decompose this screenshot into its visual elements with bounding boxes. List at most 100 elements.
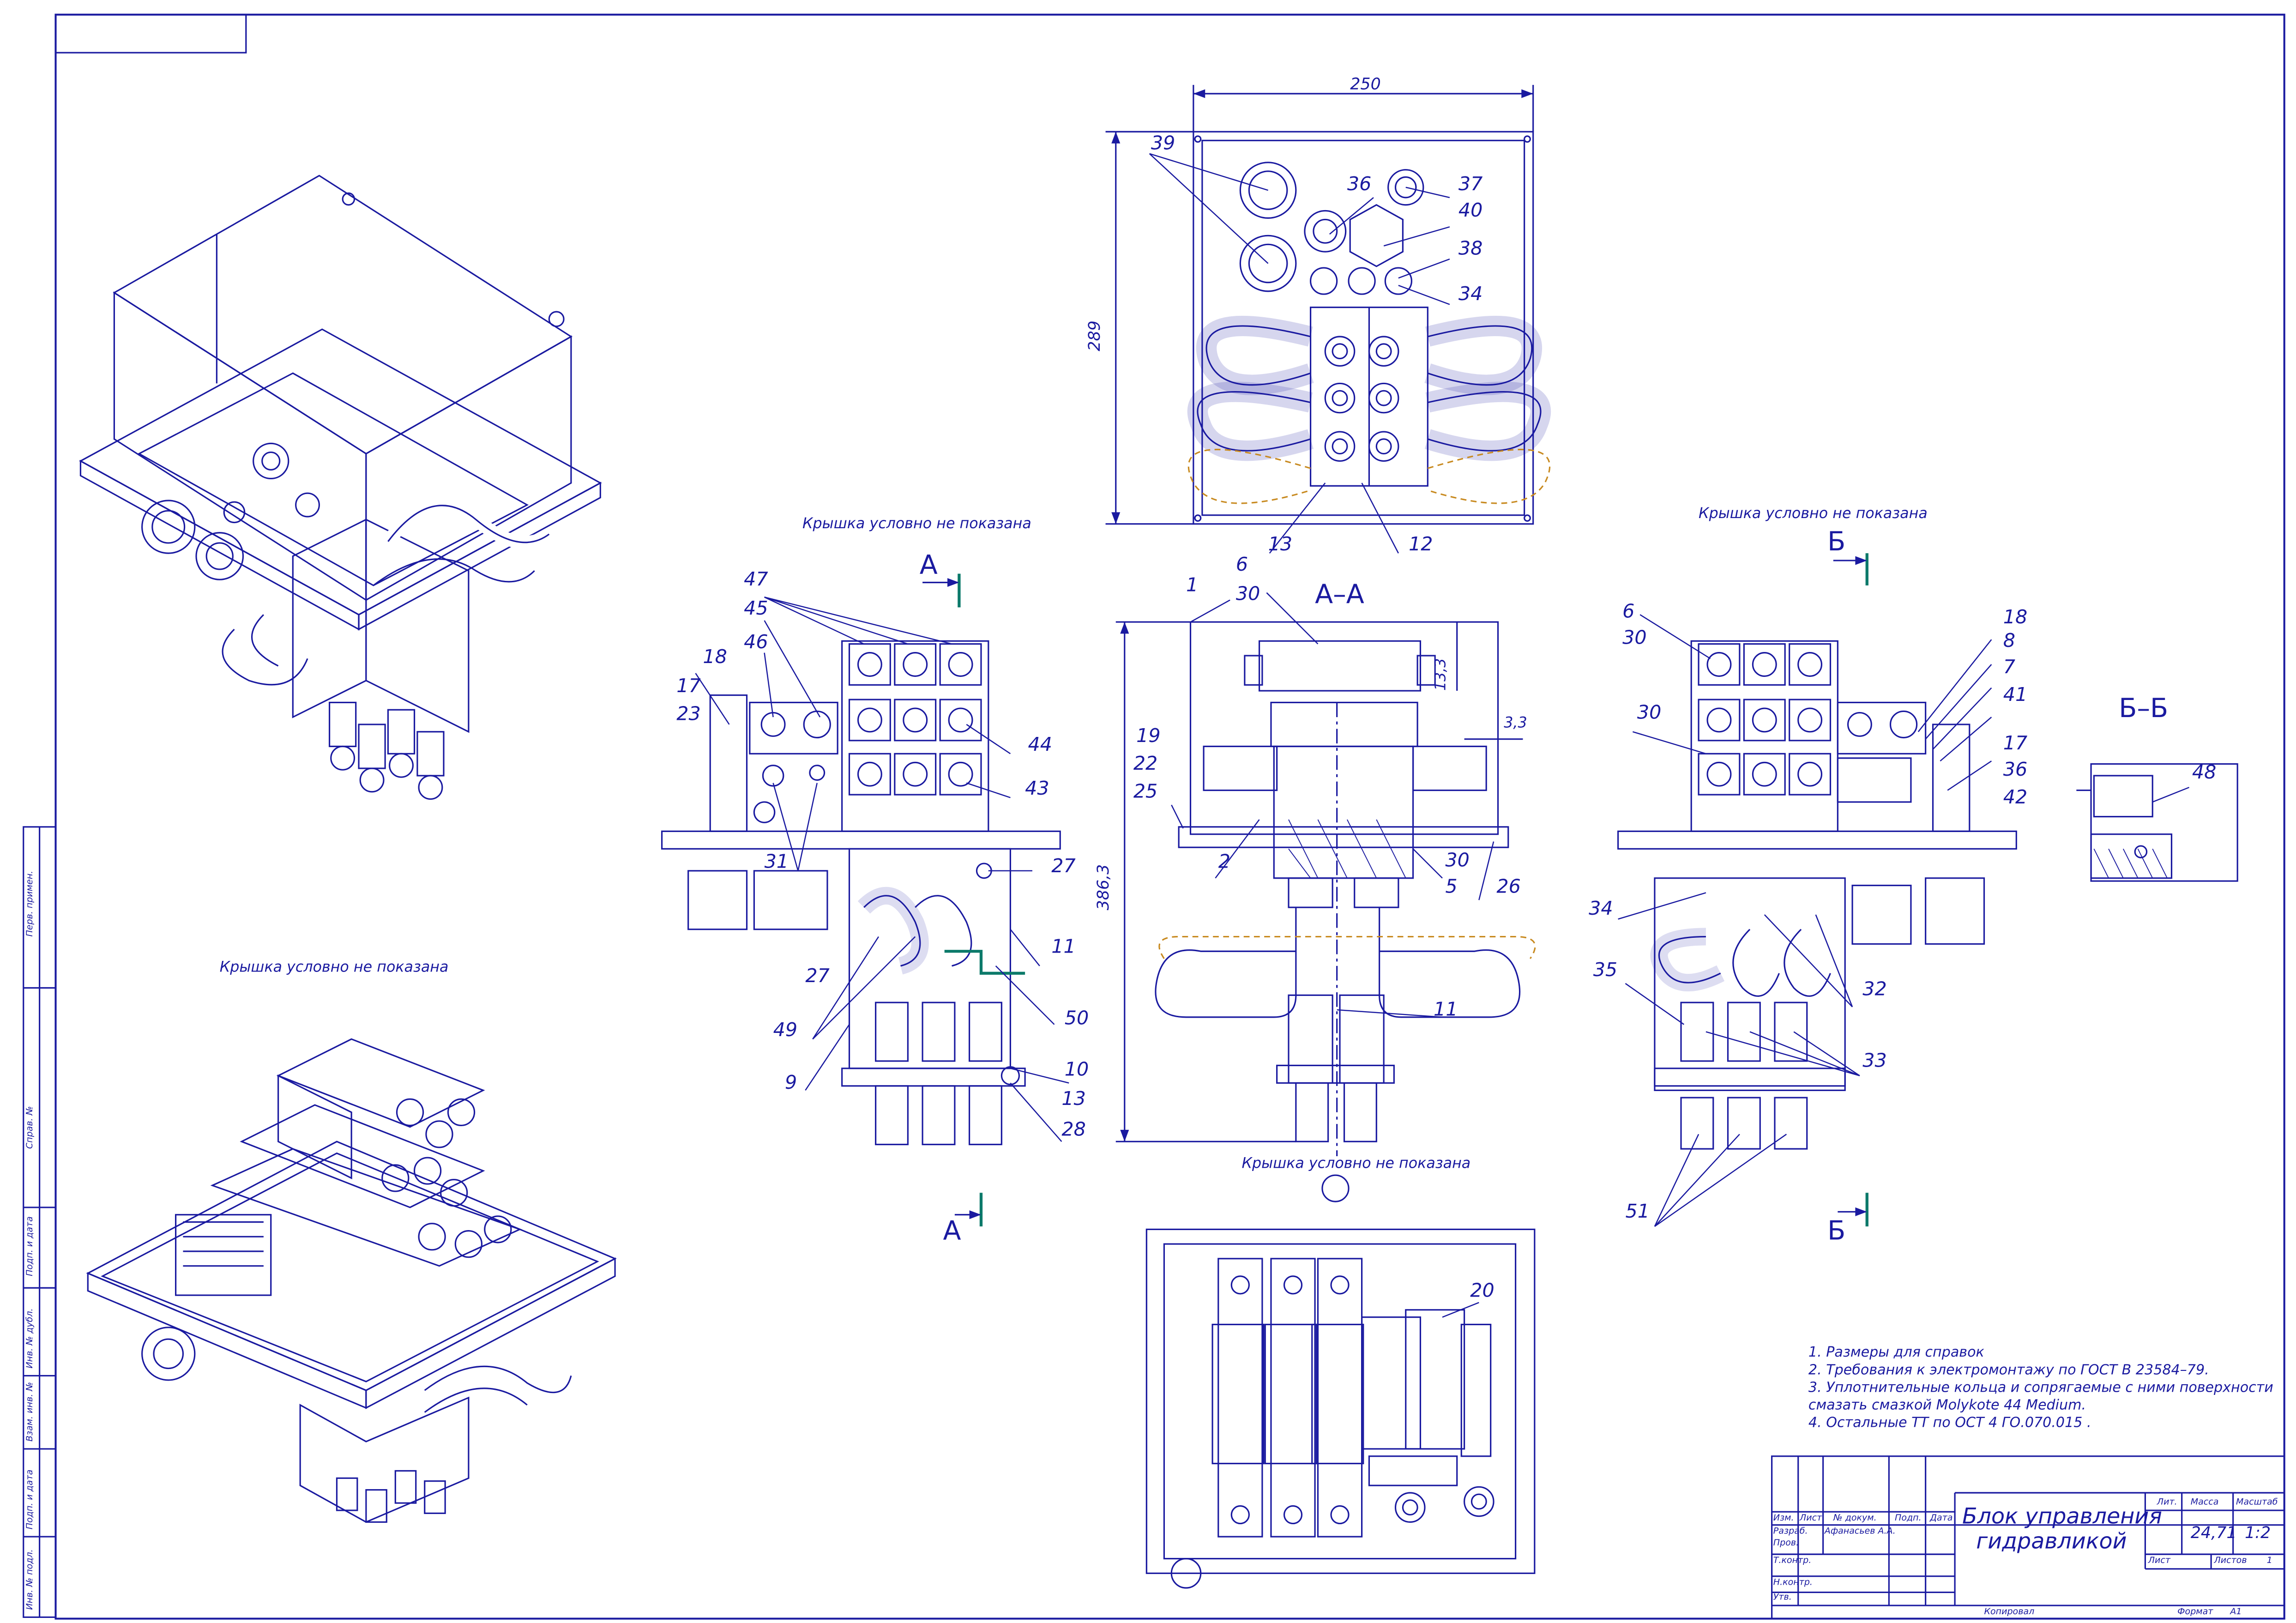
- section-label-bb: Б–Б: [2119, 694, 2169, 724]
- callout-9: 9: [784, 1073, 797, 1095]
- callout-11-left: 11: [1051, 936, 1076, 959]
- tb-sheets: Листов: [2214, 1556, 2247, 1566]
- tb-prov: Пров.: [1773, 1538, 1799, 1549]
- callout-48: 48: [2192, 762, 2217, 784]
- section-marker-a-bottom: А: [943, 1216, 961, 1247]
- caption-cover-left: Крышка условно не показана: [802, 516, 1031, 533]
- callout-36: 36: [1347, 174, 1372, 196]
- callout-50: 50: [1064, 1008, 1089, 1031]
- tb-ndok: № докум.: [1833, 1513, 1877, 1524]
- dimension-386-3: 386,3: [1094, 864, 1113, 911]
- tb-podp: Подп.: [1895, 1513, 1922, 1524]
- callout-30-center-right: 30: [1445, 850, 1470, 873]
- callout-32: 32: [1862, 979, 1887, 1002]
- callout-33: 33: [1862, 1050, 1887, 1073]
- callout-28: 28: [1061, 1119, 1086, 1142]
- callout-12: 12: [1409, 534, 1433, 556]
- callout-41: 41: [2003, 685, 2028, 707]
- right-view: [1617, 553, 2017, 1227]
- caption-cover-right: Крышка условно не показана: [1699, 506, 1928, 523]
- dimension-250: 250: [1350, 74, 1381, 94]
- top-view-ports: [1324, 336, 1399, 462]
- callout-8: 8: [2003, 631, 2016, 653]
- callout-13-left: 13: [1061, 1089, 1086, 1111]
- callout-7: 7: [2003, 657, 2016, 679]
- tb-lit: Лит.: [2157, 1497, 2177, 1508]
- sheet-frame: [54, 13, 2285, 1620]
- title-block-lines: [1771, 1455, 2285, 1620]
- callout-13: 13: [1268, 534, 1293, 556]
- iso-view-top: [79, 175, 602, 800]
- callout-34: 34: [1458, 284, 1483, 306]
- tb-masshtab: Масштаб: [2236, 1497, 2278, 1508]
- callout-30-center: 30: [1235, 584, 1260, 606]
- top-view: [1105, 84, 1551, 525]
- detail-bb: [2076, 763, 2238, 882]
- tb-sheet: Лист: [2148, 1556, 2171, 1566]
- drawing-title-line-2: гидравликой: [1976, 1528, 2127, 1555]
- callout-25: 25: [1133, 781, 1158, 804]
- callout-1: 1: [1186, 575, 1199, 597]
- callout-43: 43: [1025, 778, 1049, 801]
- callout-39: 39: [1151, 133, 1175, 155]
- top-view-connectors: [1239, 162, 1424, 295]
- tb-massa: Масса: [2190, 1497, 2219, 1508]
- side-stamp-vzam-inv: Взам. инв. №: [24, 1382, 36, 1442]
- side-stamp-inv-podl: Инв. № подл.: [24, 1549, 36, 1610]
- callout-18: 18: [703, 646, 727, 669]
- tb-kopiroval: Копировал: [1984, 1607, 2035, 1617]
- callout-30-right: 30: [1637, 702, 1662, 724]
- callout-10: 10: [1064, 1059, 1089, 1082]
- tb-data: Дата: [1930, 1513, 1953, 1524]
- callout-2: 2: [1218, 851, 1231, 874]
- bottom-view: [1145, 1174, 1536, 1589]
- callout-44: 44: [1028, 735, 1052, 757]
- callout-38: 38: [1458, 238, 1483, 261]
- left-margin-stamp: [23, 826, 57, 1618]
- callout-20: 20: [1470, 1280, 1495, 1303]
- side-stamp-podp-data-2: Подп. и дата: [24, 1469, 36, 1530]
- callout-31: 31: [764, 851, 789, 874]
- section-label-aa: А–А: [1315, 579, 1364, 610]
- callout-36-right: 36: [2003, 760, 2028, 782]
- tb-scale-value: 1:2: [2245, 1523, 2271, 1543]
- callout-11-center: 11: [1433, 999, 1458, 1022]
- callout-6-center: 6: [1235, 555, 1248, 577]
- technical-note-3: 3. Уплотнительные кольца и сопрягаемые с…: [1808, 1380, 2273, 1396]
- tb-list: Лист: [1799, 1513, 1822, 1524]
- tb-tkontr: Т.контр.: [1773, 1556, 1812, 1566]
- callout-49: 49: [773, 1020, 798, 1042]
- tb-nkontr: Н.контр.: [1773, 1577, 1813, 1588]
- callout-17: 17: [676, 676, 701, 698]
- top-left-stamp-box: [54, 14, 247, 54]
- callout-17-right: 17: [2003, 733, 2028, 755]
- drawing-title: Блок управления гидравликой: [1962, 1504, 2162, 1555]
- dimension-3-3: 3,3: [1504, 715, 1527, 732]
- callout-40: 40: [1458, 200, 1483, 223]
- tb-razrab-name: Афанасьев А.А.: [1824, 1526, 1896, 1537]
- callout-35: 35: [1593, 960, 1618, 982]
- tb-razrab: Разраб.: [1773, 1526, 1808, 1537]
- left-view: [661, 573, 1061, 1227]
- callout-34-right: 34: [1589, 899, 1613, 921]
- tb-format-value: А1: [2230, 1607, 2242, 1617]
- callout-27-left: 27: [805, 965, 830, 988]
- tb-format: Формат: [2177, 1607, 2213, 1617]
- arrowheads: [947, 89, 1867, 1219]
- callout-45: 45: [744, 598, 768, 621]
- side-stamp-perv-primen: Перв. примен.: [24, 870, 36, 937]
- callout-6-right: 6: [1622, 601, 1635, 624]
- dimension-13-3: 13,3: [1433, 658, 1450, 691]
- callout-27-right: 27: [1051, 856, 1076, 878]
- callout-19: 19: [1136, 726, 1161, 748]
- callout-51: 51: [1625, 1201, 1650, 1224]
- section-marker-b-bottom: Б: [1827, 1216, 1846, 1247]
- section-marker-b-top: Б: [1827, 527, 1846, 558]
- callout-47: 47: [744, 569, 768, 591]
- callout-22: 22: [1133, 754, 1158, 776]
- callout-23: 23: [676, 704, 701, 726]
- technical-note-4: 4. Остальные ТТ по ОСТ 4 ГО.070.015 .: [1808, 1415, 2091, 1431]
- tb-sheets-value: 1: [2266, 1556, 2272, 1566]
